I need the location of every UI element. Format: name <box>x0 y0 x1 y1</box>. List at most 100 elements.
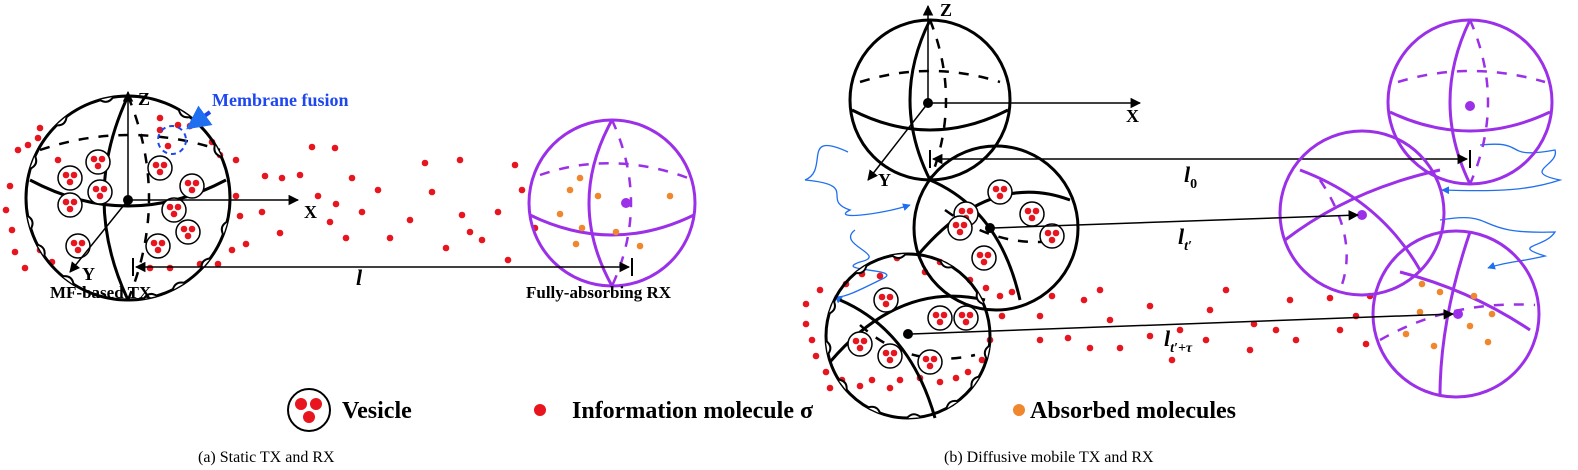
fusion-notch <box>867 405 882 414</box>
distance-l0: l0 <box>929 150 1471 192</box>
absorbed-molecule <box>1418 280 1426 288</box>
information-molecule <box>326 218 334 226</box>
information-molecule <box>1096 286 1104 294</box>
vesicle <box>145 233 171 259</box>
vesicle <box>87 179 113 205</box>
information-molecule <box>478 236 486 244</box>
vesicle-molecule <box>958 207 966 215</box>
information-molecule <box>156 126 164 134</box>
fusion-notch <box>99 96 115 103</box>
information-molecule <box>24 141 32 149</box>
vesicle-molecule <box>98 155 106 163</box>
vesicle-molecule <box>170 210 178 218</box>
information-molecule <box>1064 334 1072 342</box>
absorbed-molecules-a <box>556 174 674 250</box>
information-molecule <box>1336 326 1344 334</box>
free-molecules-b <box>802 254 1374 392</box>
vesicle-molecule <box>66 205 74 213</box>
information-molecule <box>1146 332 1154 340</box>
information-molecule <box>1008 288 1016 296</box>
information-molecule <box>442 244 450 252</box>
information-molecule <box>1048 292 1056 300</box>
information-molecule <box>1168 356 1176 364</box>
information-molecule <box>1036 312 1044 320</box>
information-molecule <box>342 234 350 242</box>
information-molecule <box>1246 346 1254 354</box>
vesicle-molecule <box>188 186 196 194</box>
information-molecule <box>276 229 284 237</box>
axis-z-label-b: Z <box>940 0 952 20</box>
fusion-notch <box>142 292 158 300</box>
information-molecule <box>896 376 904 384</box>
information-molecule <box>164 142 172 150</box>
vesicle-molecule <box>930 355 938 363</box>
information-molecule <box>1176 326 1184 334</box>
tx-sphere-t1 <box>912 144 1080 312</box>
rx-trajectory <box>1439 143 1563 270</box>
membrane-fusion-callout: Membrane fusion <box>157 90 349 155</box>
vesicle-molecule <box>188 225 196 233</box>
information-molecule <box>1086 344 1094 352</box>
vesicle-molecule <box>100 185 108 193</box>
information-molecule <box>1202 336 1210 344</box>
vesicle-molecule <box>932 311 940 319</box>
absorbed-molecule <box>666 192 674 200</box>
information-molecule <box>456 156 464 164</box>
vesicle-molecule <box>1044 229 1052 237</box>
vesicle-molecule <box>1028 214 1036 222</box>
tx-trajectory <box>804 145 911 304</box>
vesicle-molecule <box>882 300 890 308</box>
absorbed-molecule <box>578 224 586 232</box>
axis-z-label-a: Z <box>138 89 150 109</box>
information-molecule <box>21 264 29 272</box>
vesicle-molecule <box>1052 229 1060 237</box>
absorbed-molecule <box>1416 308 1424 316</box>
vesicle <box>953 305 979 331</box>
rx-sphere-static <box>527 118 697 288</box>
legend-molecule-label: Information molecule σ <box>572 398 813 424</box>
fusion-notch <box>906 413 922 419</box>
information-molecule <box>1272 326 1280 334</box>
absorbed-molecule <box>556 210 564 218</box>
information-molecule <box>1292 336 1300 344</box>
vesicle-molecule <box>926 362 934 370</box>
information-molecule <box>826 384 834 392</box>
vesicle <box>927 305 953 331</box>
distance-l0-label: l0 <box>1184 162 1197 192</box>
information-molecule <box>174 121 182 129</box>
information-molecule <box>358 208 366 216</box>
information-molecule <box>258 208 266 216</box>
vesicle-molecule <box>960 221 968 229</box>
information-molecule <box>998 312 1006 320</box>
information-molecule <box>816 286 824 294</box>
tx-label-a: MF-based TX <box>50 283 152 302</box>
information-molecule <box>936 378 944 386</box>
information-molecule <box>822 368 830 376</box>
distance-lttau: lt′+τ <box>910 309 1455 356</box>
information-molecule <box>6 182 14 190</box>
vesicle-molecule <box>852 337 860 345</box>
fusion-notch <box>975 291 985 306</box>
vesicle-molecule <box>156 168 164 176</box>
vesicle-molecule <box>92 185 100 193</box>
vesicle <box>1019 201 1045 227</box>
information-molecule <box>54 156 62 164</box>
fusion-notch <box>55 116 68 127</box>
vesicle-molecule <box>886 356 894 364</box>
information-molecule <box>518 186 526 194</box>
information-molecule <box>406 216 414 224</box>
vesicle <box>987 179 1013 205</box>
information-molecule <box>978 356 986 364</box>
legend-vesicle-label: Vesicle <box>342 398 412 424</box>
rx-sphere-t1 <box>1278 129 1446 297</box>
panel-a: Z X Y Membrane fusion l MF-based T <box>2 89 697 302</box>
vesicle-molecule <box>976 251 984 259</box>
vesicle-molecule <box>940 311 948 319</box>
vesicle-molecule <box>856 344 864 352</box>
information-molecule <box>868 376 876 384</box>
fusion-notch <box>26 214 34 230</box>
information-molecule <box>421 159 429 167</box>
axis-x-label-a: X <box>304 202 317 222</box>
information-molecule <box>2 206 10 214</box>
information-molecule <box>166 264 174 272</box>
